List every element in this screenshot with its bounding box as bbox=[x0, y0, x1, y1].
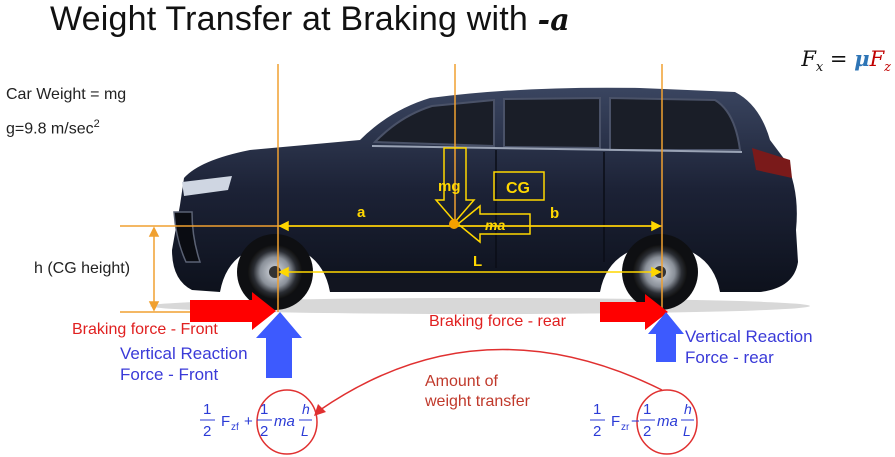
mg-arrow bbox=[434, 147, 476, 224]
cg-height-arrow bbox=[148, 226, 160, 312]
braking-front-label: Braking force - Front bbox=[72, 321, 218, 338]
label-b: b bbox=[550, 205, 559, 222]
svg-text:1: 1 bbox=[203, 401, 211, 418]
front-wheel bbox=[237, 234, 313, 310]
svg-text:L: L bbox=[301, 423, 309, 439]
svg-text:ma: ma bbox=[657, 413, 678, 430]
svg-text:2: 2 bbox=[260, 423, 268, 440]
transfer-circle-rear bbox=[636, 389, 698, 455]
car-window-front bbox=[372, 98, 495, 148]
vertical-front-label: Vertical Reaction Force - Front bbox=[120, 344, 248, 384]
transfer-arrowhead bbox=[314, 404, 326, 416]
car-window-mid bbox=[503, 96, 601, 150]
accel-symbol: -a bbox=[537, 3, 570, 38]
gravity-label: g=9.8 m/sec2 bbox=[6, 118, 100, 138]
cg-height-label: h (CG height) bbox=[34, 260, 131, 277]
svg-text:2: 2 bbox=[643, 423, 651, 440]
svg-text:zr: zr bbox=[621, 422, 630, 433]
braking-rear-label: Braking force - rear bbox=[429, 313, 566, 330]
svg-text:ma: ma bbox=[274, 413, 295, 430]
svg-text:2: 2 bbox=[203, 423, 211, 440]
dim-L-arrow bbox=[278, 266, 662, 278]
svg-text:h: h bbox=[302, 401, 310, 417]
weight-transfer-label: Amount of weight transfer bbox=[425, 373, 530, 410]
taillight bbox=[752, 148, 792, 178]
formula-front: 1 2 F zf + 1 2 ma h L bbox=[200, 401, 312, 440]
svg-text:F: F bbox=[221, 413, 230, 430]
svg-text:h: h bbox=[684, 401, 692, 417]
formula-rear: 1 2 F zr − 1 2 ma h L bbox=[590, 401, 694, 440]
braking-arrow-front bbox=[190, 292, 276, 330]
label-ma: ma bbox=[485, 217, 505, 233]
car-weight-label: Car Weight = mg bbox=[6, 86, 127, 103]
transfer-circle-front bbox=[256, 389, 318, 455]
transfer-curve-arrow bbox=[319, 348, 663, 411]
lower-cladding bbox=[330, 278, 600, 292]
grille bbox=[173, 211, 202, 263]
svg-text:L: L bbox=[683, 423, 691, 439]
ma-arrow bbox=[456, 204, 531, 244]
door-lines bbox=[495, 150, 605, 268]
chrome-strip bbox=[371, 145, 743, 153]
car-window-rear bbox=[609, 96, 742, 151]
svg-text:+: + bbox=[244, 413, 253, 430]
vertical-rear-label: Vertical Reaction Force - rear bbox=[685, 327, 813, 367]
headlight bbox=[182, 176, 232, 196]
slide-title: Weight Transfer at Braking with -a bbox=[50, 0, 570, 38]
svg-text:2: 2 bbox=[593, 423, 601, 440]
dim-a-arrow bbox=[278, 220, 452, 232]
friction-equation: Fx = μFz bbox=[801, 46, 891, 76]
svg-text:zf: zf bbox=[231, 422, 239, 433]
svg-text:1: 1 bbox=[643, 401, 651, 418]
cg-dot bbox=[449, 219, 459, 229]
label-cg: CG bbox=[506, 180, 530, 197]
svg-text:F: F bbox=[611, 413, 620, 430]
cg-box bbox=[493, 171, 545, 201]
dim-b-arrow bbox=[458, 220, 662, 232]
svg-text:1: 1 bbox=[260, 401, 268, 418]
braking-arrow-rear bbox=[600, 294, 668, 330]
svg-text:1: 1 bbox=[593, 401, 601, 418]
svg-text:−: − bbox=[631, 413, 640, 430]
vertical-arrow-front bbox=[256, 312, 302, 378]
label-mg: mg bbox=[438, 178, 461, 195]
label-a: a bbox=[357, 204, 366, 221]
label-L: L bbox=[473, 253, 482, 270]
vertical-arrow-rear bbox=[648, 312, 684, 362]
